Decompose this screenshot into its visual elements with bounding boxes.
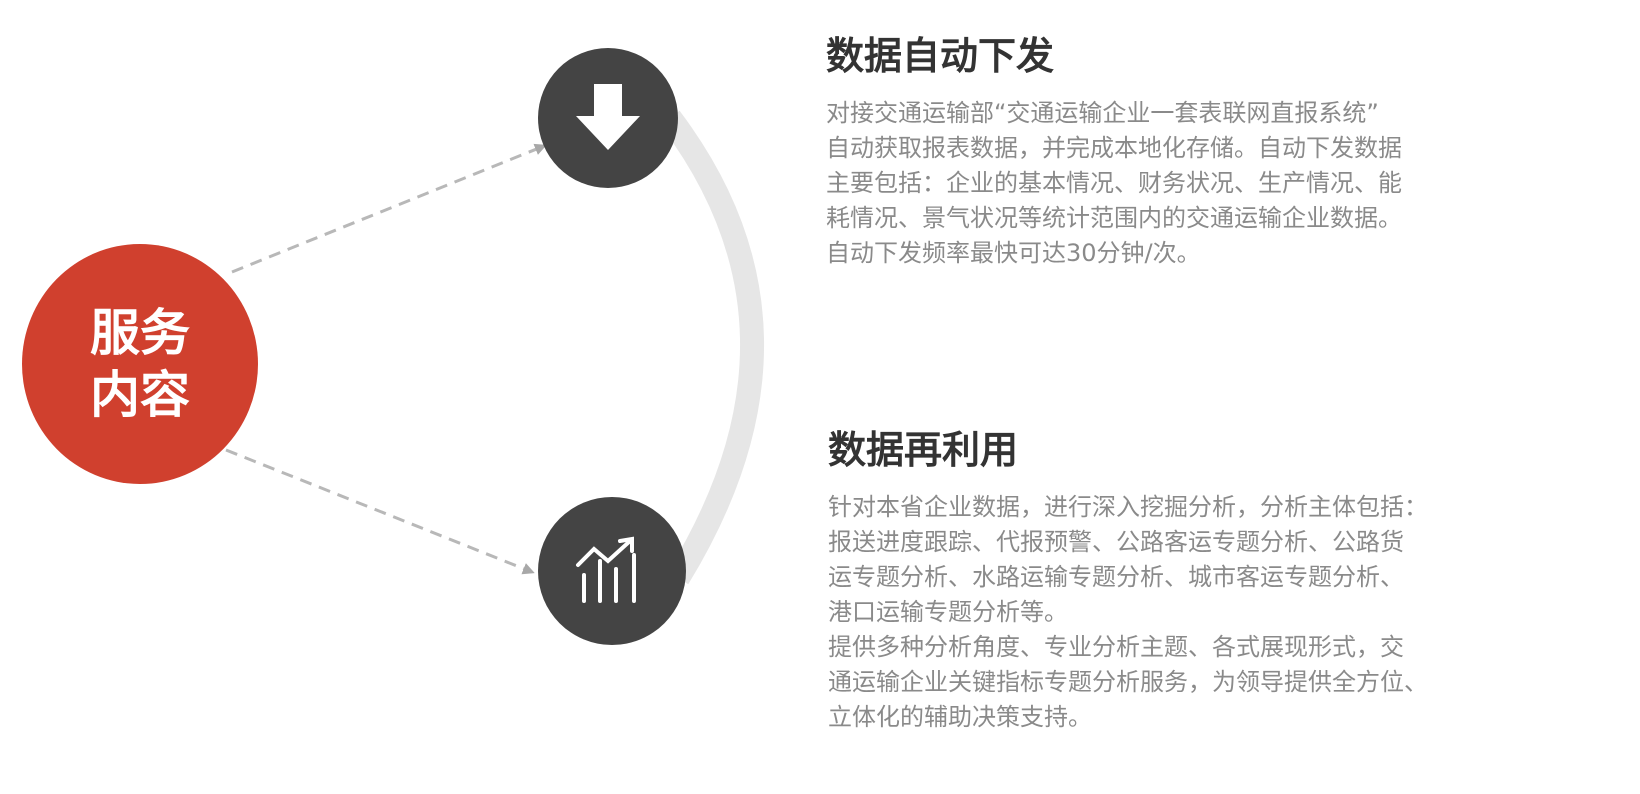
- distribution-description: 对接交通运输部“交通运输企业一套表联网直报系统” 自动获取报表数据，并完成本地化…: [826, 96, 1566, 271]
- description-line: 报送进度跟踪、代报预警、公路客运专题分析、公路货: [828, 528, 1404, 556]
- reuse-node: [538, 497, 686, 645]
- distribution-node: [538, 48, 678, 188]
- dashed-arrow-bottom: [225, 448, 535, 575]
- hub-label-line2: 内容: [90, 366, 190, 424]
- reuse-section: 数据再利用 针对本省企业数据，进行深入挖掘分析，分析主体包括： 报送进度跟踪、代…: [828, 424, 1568, 735]
- arc-connector: [660, 110, 765, 585]
- reuse-title: 数据再利用: [828, 428, 1019, 472]
- arrow-down-icon: [576, 84, 640, 150]
- description-line: 耗情况、景气状况等统计范围内的交通运输企业数据。: [826, 204, 1402, 232]
- description-line: 自动获取报表数据，并完成本地化存储。自动下发数据: [826, 134, 1402, 162]
- description-line: 港口运输专题分析等。: [828, 598, 1068, 626]
- description-line: 自动下发频率最快可达30分钟/次。: [826, 239, 1201, 267]
- description-line: 主要包括：企业的基本情况、财务状况、生产情况、能: [826, 169, 1402, 197]
- description-line: 运专题分析、水路运输专题分析、城市客运专题分析、: [828, 563, 1404, 591]
- service-content-hub: 服务 内容: [22, 244, 258, 484]
- distribution-section: 数据自动下发 对接交通运输部“交通运输企业一套表联网直报系统” 自动获取报表数据…: [826, 30, 1566, 271]
- description-line: 针对本省企业数据，进行深入挖掘分析，分析主体包括：: [828, 493, 1428, 521]
- distribution-title: 数据自动下发: [826, 34, 1055, 78]
- description-line: 立体化的辅助决策支持。: [828, 703, 1092, 731]
- hub-label-line1: 服务: [90, 304, 190, 362]
- bar-chart-trend-icon: [576, 536, 636, 603]
- description-line: 通运输企业关键指标专题分析服务，为领导提供全方位、: [828, 668, 1428, 696]
- description-line: 对接交通运输部“交通运输企业一套表联网直报系统”: [826, 99, 1379, 127]
- reuse-description: 针对本省企业数据，进行深入挖掘分析，分析主体包括： 报送进度跟踪、代报预警、公路…: [828, 490, 1568, 735]
- description-line: 提供多种分析角度、专业分析主题、各式展现形式，交: [828, 633, 1404, 661]
- dashed-arrow-top: [231, 143, 547, 274]
